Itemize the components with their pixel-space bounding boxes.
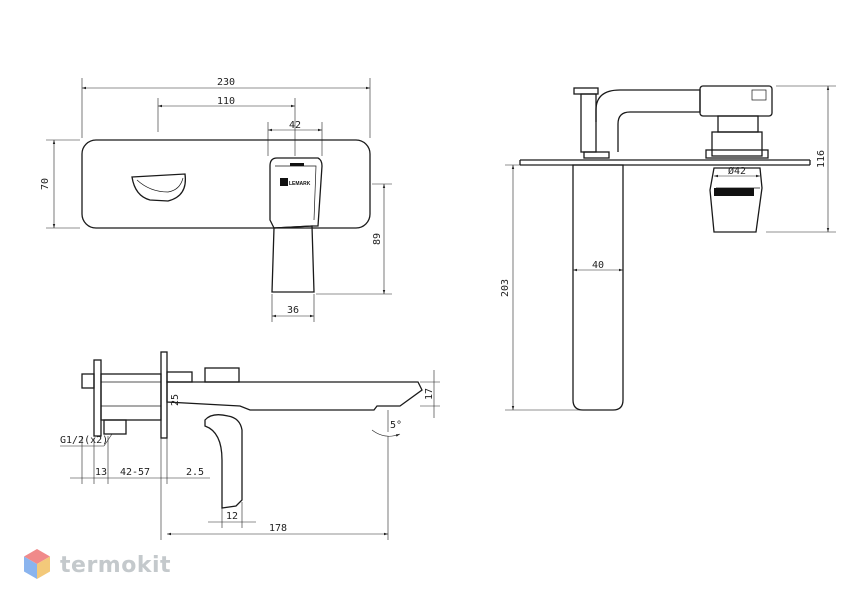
dim-thread: G1/2(x2) [60,435,108,446]
wall-plate [81,139,371,229]
watermark: termokit [22,548,171,582]
dim-mount-depth: 13 [95,467,107,478]
watermark-text: termokit [60,552,172,578]
bottom-spout [166,381,423,411]
bottom-lever [204,414,243,509]
dim-lever-thickness: 12 [226,511,238,522]
dim-overall-width: 230 [217,77,235,88]
cartridge-body [699,85,773,117]
front-view: LEMARK 230 110 42 70 89 36 [40,77,392,322]
dim-body-diameter: Ø42 [728,165,746,177]
dim-top-offset: 116 [816,150,827,168]
dim-lever-width: 36 [287,305,299,316]
dim-handle-width: 42 [289,120,301,131]
dim-center-distance: 110 [217,96,235,107]
dim-spout-length: 203 [500,279,511,297]
spout-outlet [131,173,187,202]
termokit-logo-icon [24,549,50,579]
dim-spout-width: 40 [592,260,604,271]
dim-handle-depth: 89 [372,233,383,245]
brand-logo: LEMARK [280,178,311,187]
dim-angle: 5° [390,420,402,431]
brand-logo-text: LEMARK [289,181,311,187]
dim-adjust-range: 42-57 [120,467,150,478]
dim-plate-thickness: 2.5 [186,467,204,478]
dim-plate-height: 70 [40,178,51,190]
bottom-plate [160,351,168,439]
handle-lever [271,225,315,293]
side-view: 116 Ø42 40 203 [500,85,836,411]
dim-spout-height: 17 [424,388,435,400]
spout-profile [572,164,624,411]
dim-offset: 25 [170,394,181,406]
bottom-view: 17 25 5° G1/2(x2) 13 42-57 2.5 12 178 [60,351,440,540]
side-handle [709,167,763,233]
dim-projection: 178 [269,523,287,534]
